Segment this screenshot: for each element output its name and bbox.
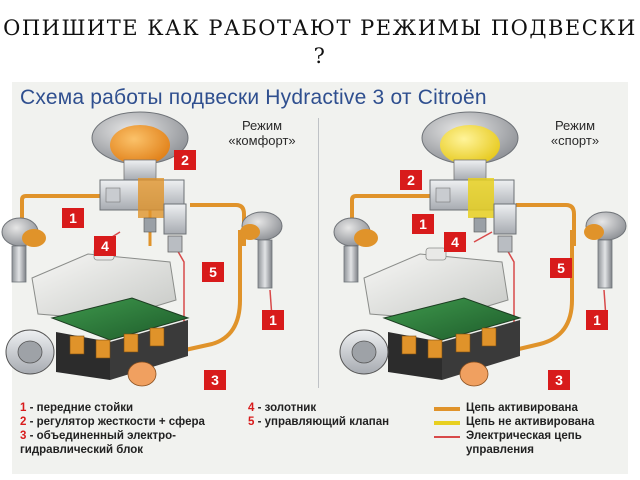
svg-text:5: 5 [209,264,217,280]
mode-label-comfort: Режим «комфорт» [212,118,312,148]
svg-text:1: 1 [269,312,277,328]
comfort-regulator-sphere [91,111,189,181]
comfort-front-strut-left [1,217,46,283]
sport-active-line-return [505,230,574,354]
legend-line-electric: Электрическая цепь управления [434,429,624,457]
svg-text:2: 2 [407,172,415,188]
legend-item-1: 1 - передние стойки [20,402,134,414]
legend-line-inactive: Цепь не активирована [434,415,624,429]
svg-text:3: 3 [555,372,563,388]
sport-badge-4: 4 [444,232,466,252]
sport-badge-1-right: 1 [586,310,608,330]
comfort-active-line-left [20,194,112,242]
legend-lines: Цепь активирована Цепь не активирована Э… [434,401,624,457]
sport-badge-2: 2 [400,170,422,190]
comfort-badge-4: 4 [94,236,116,256]
svg-text:4: 4 [101,238,109,254]
sport-scheme: 2 1 4 5 1 3 [333,111,627,390]
comfort-badge-3: 3 [204,370,226,390]
comfort-badge-5: 5 [202,262,224,282]
mode-label-sport: Режим «спорт» [530,118,620,148]
svg-text:1: 1 [593,312,601,328]
slide-title: ОПИШИТЕ КАК РАБОТАЮТ РЕЖИМЫ ПОДВЕСКИ ? [0,14,640,70]
comfort-badge-1-left: 1 [62,208,84,228]
legend-item-5: 5 - управляющий клапан [248,416,390,428]
mode-comfort-line2: «комфорт» [228,133,296,148]
mode-sport-line2: «спорт» [550,133,600,148]
mode-divider [318,118,319,388]
svg-text:1: 1 [419,216,427,232]
sport-badge-5: 5 [550,258,572,278]
legend-item-3: 3 - объединенный электро-гидравлический … [20,430,176,456]
sport-badge-1-left: 1 [412,214,434,234]
legend-item-2: 2 - регулятор жесткости + сфера [20,416,205,428]
svg-text:1: 1 [69,210,77,226]
sport-active-line-right [516,203,576,246]
comfort-active-line-right [190,203,246,246]
comfort-valve-body [99,178,187,253]
svg-text:2: 2 [181,152,189,168]
comfort-hydraulic-block [5,297,190,387]
swatch-inactive [434,421,460,425]
comfort-active-line-return [175,230,242,354]
sport-active-line-left [350,194,440,242]
legend-parts-left: 1 - передние стойки 2 - регулятор жестко… [20,401,235,457]
slide-title-text: ОПИШИТЕ КАК РАБОТАЮТ РЕЖИМЫ ПОДВЕСКИ ? [3,16,637,68]
swatch-active [434,407,460,411]
sport-hydraulic-block [339,297,522,387]
legend-parts-right: 4 - золотник 5 - управляющий клапан [248,401,428,429]
mode-comfort-line1: Режим [241,118,283,133]
svg-text:4: 4 [451,234,459,250]
svg-text:5: 5 [557,260,565,276]
sport-front-strut-right [584,211,627,289]
mode-sport-line1: Режим [554,118,596,133]
legend-item-4: 4 - золотник [248,402,317,414]
legend-line-active: Цепь активирована [434,401,624,415]
comfort-front-strut-right [240,211,283,289]
comfort-scheme: 2 1 4 5 1 3 [1,111,284,390]
swatch-electric [434,436,460,438]
comfort-badge-2: 2 [174,150,196,170]
panel-title: Схема работы подвески Hydractive 3 от Ci… [20,86,487,109]
suspension-diagram: 2 1 4 5 1 3 [1,111,627,390]
sport-front-strut-left [333,217,378,283]
comfort-badge-1-right: 1 [262,310,284,330]
sport-regulator-sphere [421,111,519,181]
sport-valve-body [429,178,517,253]
sport-badge-3: 3 [548,370,570,390]
sport-electric-line-4 [473,231,493,243]
svg-text:3: 3 [211,372,219,388]
